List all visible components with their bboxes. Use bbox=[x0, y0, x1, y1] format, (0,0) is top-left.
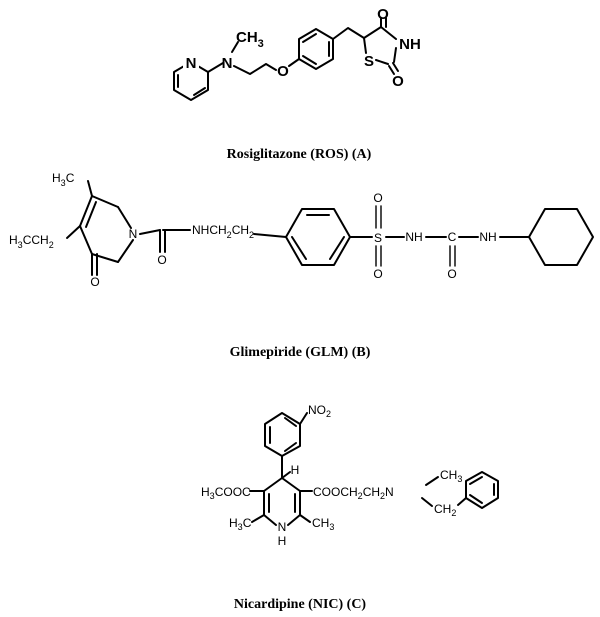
ring-h-bond bbox=[281, 471, 291, 479]
methyl-label: H3C bbox=[52, 171, 75, 188]
n-methyl-bond bbox=[231, 41, 239, 53]
nh-2-label: NH bbox=[479, 230, 496, 244]
chain-benzene-bond bbox=[253, 233, 287, 238]
ring-ethyl-bond bbox=[66, 225, 81, 239]
methyl-label: CH3 bbox=[236, 29, 264, 50]
ethyl-linker bbox=[233, 63, 277, 75]
ring-nitrogen-label: N bbox=[129, 227, 138, 241]
pyrrolinone-ring bbox=[79, 195, 134, 276]
hydrogen-label: H bbox=[291, 463, 300, 477]
ring-nh-label: NH bbox=[399, 36, 421, 53]
pyridine-nitrogen-label: N bbox=[186, 55, 197, 72]
ring-methyl-bond bbox=[87, 180, 93, 197]
amine-nitrogen-label: N bbox=[222, 55, 233, 72]
nhch2ch2-label: NHCH2CH2 bbox=[192, 223, 254, 240]
ether-benzene-bond bbox=[288, 58, 300, 67]
nitro-label: NO2 bbox=[308, 403, 331, 419]
dihydropyridine-ring bbox=[263, 477, 301, 526]
nh-1-label: NH bbox=[405, 230, 422, 244]
benzyl-phenyl-bond bbox=[457, 497, 467, 506]
urea-carbon-label: C bbox=[448, 230, 457, 244]
ring-oxygen-label: O bbox=[90, 275, 99, 289]
left-methyl-bond bbox=[251, 514, 265, 523]
rosiglitazone-pyridine-ring: N bbox=[173, 54, 209, 101]
benzyl-phenyl-ring bbox=[465, 471, 499, 509]
caption-rosiglitazone: Rosiglitazone (ROS) (A) bbox=[227, 147, 372, 162]
rosiglitazone-structure: N N CH3 O O NH S bbox=[173, 6, 421, 101]
nicardipine-structure: NO2 H H3COOC COOCH2CH2N CH3 CH2 bbox=[201, 403, 499, 548]
nitrophenyl-ring bbox=[264, 412, 301, 457]
n-carbonyl-bond bbox=[139, 229, 161, 235]
benzyl-label: CH2 bbox=[434, 502, 456, 518]
sulfonyl-oxygen-bottom-label: O bbox=[373, 267, 382, 281]
glimepiride-structure: H3C H3CCH2 N O O NHCH2CH2 S O O NH C bbox=[9, 171, 594, 289]
ring-sulfur-label: S bbox=[364, 53, 374, 70]
nitro-bond bbox=[299, 412, 308, 425]
right-ester-label: COOCH2CH2N bbox=[313, 485, 394, 501]
rosiglitazone-benzene-ring bbox=[298, 28, 334, 70]
sulfur-label: S bbox=[374, 231, 382, 245]
left-methyl-label: H3C bbox=[229, 516, 252, 532]
right-methyl-bond bbox=[299, 514, 311, 523]
right-methyl-label: CH3 bbox=[312, 516, 334, 532]
caption-glimepiride: Glimepiride (GLM) (B) bbox=[230, 345, 371, 360]
cyclohexane-ring bbox=[528, 208, 594, 266]
ring-nitrogen-label: N bbox=[278, 520, 287, 534]
left-ester-label: H3COOC bbox=[201, 485, 251, 501]
carbonyl-oxygen-top-label: O bbox=[377, 6, 389, 23]
ether-oxygen-label: O bbox=[277, 63, 289, 80]
amide-oxygen-label: O bbox=[157, 253, 166, 267]
glimepiride-benzene-ring bbox=[285, 208, 351, 266]
caption-nicardipine: Nicardipine (NIC) (C) bbox=[234, 597, 367, 612]
sulfonyl-oxygen-top-label: O bbox=[373, 191, 382, 205]
n-methyl-label: CH3 bbox=[440, 468, 462, 484]
n-benzyl-bond bbox=[421, 497, 433, 507]
ring-nh-hydrogen-label: H bbox=[278, 534, 287, 548]
ethyl-label: H3CCH2 bbox=[9, 233, 54, 250]
urea-oxygen-label: O bbox=[447, 267, 456, 281]
carbonyl-oxygen-bottom-label: O bbox=[392, 73, 404, 90]
n-methyl-bond bbox=[425, 476, 439, 486]
methylene-bridge bbox=[332, 27, 365, 40]
pyridine-amine-bond bbox=[207, 62, 224, 73]
thiazolidinedione-ring bbox=[363, 17, 399, 75]
